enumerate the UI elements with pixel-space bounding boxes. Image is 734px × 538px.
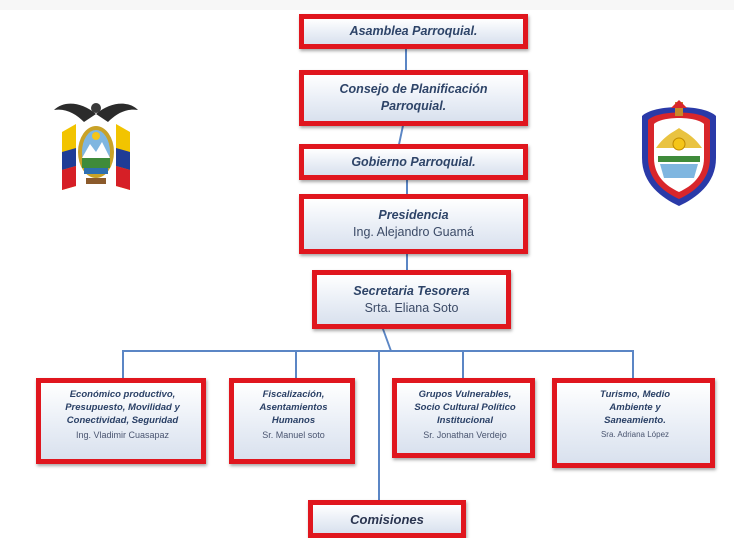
- asamblea-box: Asamblea Parroquial.: [299, 14, 528, 49]
- secretaria-title: Secretaria Tesorera: [353, 283, 470, 298]
- top-band: [0, 0, 734, 10]
- department-head: Sr. Manuel soto: [262, 430, 325, 440]
- gobierno-label: Gobierno Parroquial.: [351, 154, 476, 169]
- presidencia-name: Ing. Alejandro Guamá: [353, 225, 474, 239]
- drop-dept-4: [632, 350, 634, 380]
- consejo-box: Consejo de Planificación Parroquial.: [299, 70, 528, 126]
- department-head: Sra. Adriana López: [600, 430, 670, 439]
- drop-dept-2: [295, 350, 297, 380]
- department-title: Turismo, Medio Ambiente y Saneamiento.: [599, 389, 671, 426]
- department-head: Sr. Jonathan Verdejo: [423, 430, 507, 440]
- ecuador-coat-of-arms-icon: [52, 94, 140, 194]
- drop-dept-1: [122, 350, 124, 380]
- connector-secretaria-bus: [381, 328, 393, 352]
- parish-shield-emblem-icon: [634, 98, 724, 210]
- gobierno-box: Gobierno Parroquial.: [299, 144, 528, 180]
- department-box: Económico productivo, Presupuesto, Movil…: [36, 378, 206, 464]
- asamblea-label: Asamblea Parroquial.: [349, 24, 478, 38]
- drop-dept-3: [462, 350, 464, 380]
- department-title: Económico productivo, Presupuesto, Movil…: [65, 389, 180, 426]
- drop-comisiones: [378, 350, 380, 502]
- connector-gobierno-presidencia: [406, 180, 408, 194]
- department-title: Fiscalización, Asentamientos Humanos: [259, 389, 328, 426]
- presidencia-box: Presidencia Ing. Alejandro Guamá: [299, 194, 528, 254]
- presidencia-title: Presidencia: [378, 208, 449, 222]
- secretaria-name: Srta. Eliana Soto: [364, 300, 459, 315]
- department-box: Grupos Vulnerables, Socio Cultural Polít…: [392, 378, 535, 458]
- connector-asamblea-consejo: [405, 48, 407, 72]
- department-box: Fiscalización, Asentamientos Humanos Sr.…: [229, 378, 355, 464]
- connector-presidencia-secretaria: [406, 253, 408, 272]
- comisiones-label: Comisiones: [350, 511, 424, 527]
- comisiones-box: Comisiones: [308, 500, 466, 538]
- department-box: Turismo, Medio Ambiente y Saneamiento. S…: [552, 378, 715, 468]
- consejo-label: Consejo de Planificación Parroquial.: [339, 82, 488, 113]
- department-title: Grupos Vulnerables, Socio Cultural Polít…: [414, 389, 516, 426]
- connector-consejo-gobierno: [397, 124, 405, 146]
- department-head: Ing. Vladimir Cuasapaz: [75, 430, 170, 440]
- secretaria-box: Secretaria Tesorera Srta. Eliana Soto: [312, 270, 511, 329]
